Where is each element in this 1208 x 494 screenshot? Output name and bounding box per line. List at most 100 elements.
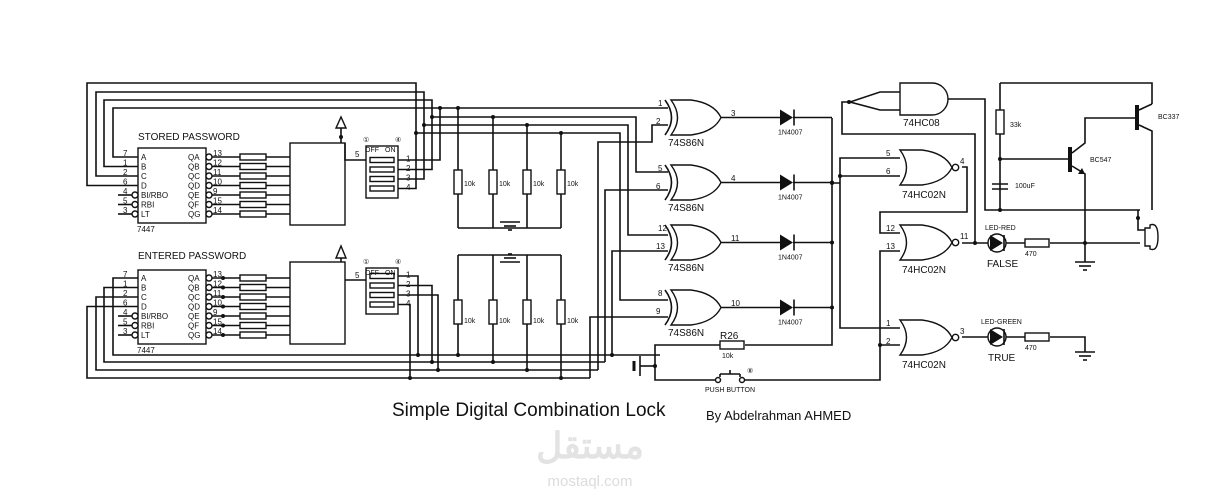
xor-pin: 4 — [731, 174, 736, 183]
nor-pin: 11 — [960, 232, 969, 241]
nor-symbol — [899, 319, 960, 356]
entered-7447-decoder — [137, 269, 207, 345]
and-gate-part: 74HC08 — [903, 118, 940, 129]
pulldown-resistor — [488, 169, 498, 195]
led-red-state: FALSE — [987, 259, 1018, 270]
pin-number: 7 — [123, 149, 128, 158]
dip-output-pin: 4 — [406, 183, 411, 192]
pin-number: 9 — [213, 308, 218, 317]
inverter-bubble — [205, 321, 213, 330]
inverter-bubble — [205, 181, 213, 190]
pin-name: BI/RBO — [141, 191, 168, 200]
nor-part-label: 74HC02N — [902, 265, 946, 276]
inverter-bubble — [205, 293, 213, 301]
pin-number: 12 — [213, 159, 222, 168]
pin-name: QF — [188, 322, 199, 331]
dip-common-pin: 5 — [355, 150, 360, 159]
pin-name: QE — [188, 191, 200, 200]
pin-number: 5 — [123, 197, 128, 206]
entered-wiring — [86, 124, 668, 380]
r26-name: R26 — [720, 331, 739, 342]
r26-resistor: R26 10k — [719, 331, 745, 360]
junction — [221, 323, 225, 328]
pulldown-resistor — [522, 299, 532, 325]
xor-part-label: 74S86N — [668, 328, 704, 339]
pulldown-resistor — [488, 299, 498, 325]
pin-name: C — [141, 172, 147, 181]
stored-wiring — [86, 82, 668, 301]
inverter-bubble — [205, 274, 213, 282]
diode-1n4007 — [779, 298, 795, 317]
xor-symbol — [664, 224, 722, 261]
resistor — [239, 162, 267, 171]
nor-pin: 6 — [886, 167, 891, 176]
dip-mark-1: ① — [363, 258, 369, 266]
junction — [525, 123, 529, 127]
pin-name: RBI — [141, 201, 154, 210]
resistor — [239, 153, 267, 161]
diode-1n4007 — [779, 108, 795, 127]
pin-name: QE — [188, 312, 200, 321]
entered-seven-segment-display — [289, 261, 346, 345]
resistor-green — [1024, 332, 1050, 342]
xor-pin: 12 — [658, 224, 667, 233]
resistor — [239, 312, 267, 320]
pin-name: B — [141, 163, 146, 172]
pin-number: 10 — [213, 178, 222, 187]
inverter-bubble — [131, 191, 139, 199]
pin-number: 5 — [123, 318, 128, 327]
pin-name: QD — [188, 303, 200, 312]
bc337-transistor — [1135, 105, 1139, 130]
bc547-label: BC547 — [1090, 157, 1112, 164]
pin-name: B — [141, 284, 146, 293]
inverter-bubble — [131, 331, 139, 339]
resistor-value: 10k — [464, 181, 476, 188]
xor-symbol — [664, 99, 722, 136]
xor-pin: 1 — [658, 99, 663, 108]
pulldown-resistor — [453, 299, 463, 325]
resistor — [239, 274, 267, 282]
pin-number: 6 — [123, 178, 128, 187]
pin-name: A — [141, 274, 147, 283]
push-button[interactable]: ⑧ PUSH BUTTON — [705, 367, 755, 394]
pulldown-resistor — [556, 299, 566, 325]
dip-mark-4: ④ — [395, 136, 401, 144]
dip-common-pin: 5 — [355, 271, 360, 280]
dip-output-pin: 2 — [406, 280, 411, 289]
pin-number: 3 — [123, 327, 128, 336]
resistor — [239, 172, 267, 180]
bc337-label: BC337 — [1158, 114, 1180, 121]
nor-symbol — [899, 224, 960, 261]
pin-name: QB — [188, 163, 200, 172]
alarm-resistor-value: 33k — [1010, 122, 1022, 129]
xor-symbol — [664, 289, 722, 326]
pin-number: 12 — [213, 280, 222, 289]
resistor-value: 10k — [567, 181, 579, 188]
stored-password-title: STORED PASSWORD — [138, 132, 240, 143]
junction — [491, 115, 495, 119]
alarm-circuit: 33k 100uF BC547 BC337 — [992, 82, 1180, 271]
pin-number: 6 — [123, 299, 128, 308]
entered-chip-label: 7447 — [137, 346, 155, 355]
dip-mark-4: ④ — [395, 258, 401, 266]
led-green-state: TRUE — [988, 353, 1016, 364]
dip-on-label: ON — [385, 270, 396, 277]
pulldown-resistor — [556, 169, 566, 195]
stored-chip-label: 7447 — [137, 225, 155, 234]
resistor — [239, 283, 267, 292]
inverter-bubble — [205, 191, 213, 199]
diode-label: 1N4007 — [778, 195, 803, 202]
xor-part-label: 74S86N — [668, 263, 704, 274]
dip-switch-toggle — [369, 175, 395, 183]
stored-7447-decoder — [137, 147, 207, 224]
junction — [525, 368, 529, 372]
xor-part-label: 74S86N — [668, 203, 704, 214]
pin-name: BI/RBO — [141, 312, 168, 321]
pin-number: 7 — [123, 270, 128, 279]
resistor-value: 10k — [499, 318, 511, 325]
